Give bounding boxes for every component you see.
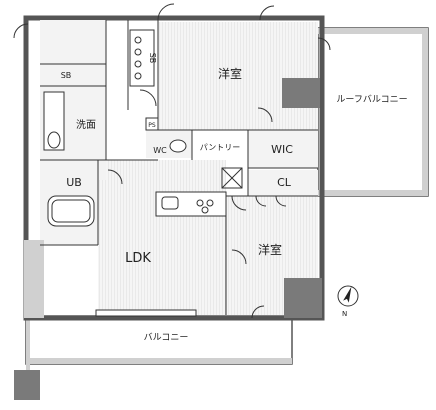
bathtub	[47, 195, 95, 227]
sb-closet-label: SB	[148, 53, 157, 64]
balcony-label: バルコニー	[144, 332, 189, 343]
pantry-label: パントリー	[200, 143, 240, 152]
balcony-area	[25, 315, 293, 365]
roof-balcony-area	[317, 27, 429, 197]
washbasin	[43, 91, 65, 151]
kitchen-counter	[155, 191, 227, 217]
ldk-label: LDK	[125, 251, 151, 266]
ub-label: UB	[66, 176, 82, 189]
bedroom1-floor	[158, 22, 318, 130]
north-arrow-icon: N	[337, 285, 359, 318]
sb-washroom-label: SB	[61, 71, 72, 80]
wic-label: WIC	[271, 143, 293, 156]
washroom-label: 洗面	[76, 119, 96, 131]
bedroom1-label: 洋室	[218, 66, 242, 81]
toilet	[169, 139, 187, 153]
wc-label: WC	[153, 146, 167, 155]
bedroom2-label: 洋室	[258, 242, 282, 257]
north-label: N	[342, 310, 347, 318]
ps-label: PS	[148, 122, 156, 129]
roof-balcony-label: ルーフバルコニー	[336, 94, 407, 105]
cl-label: CL	[277, 176, 292, 189]
ldk-floor	[98, 160, 226, 315]
